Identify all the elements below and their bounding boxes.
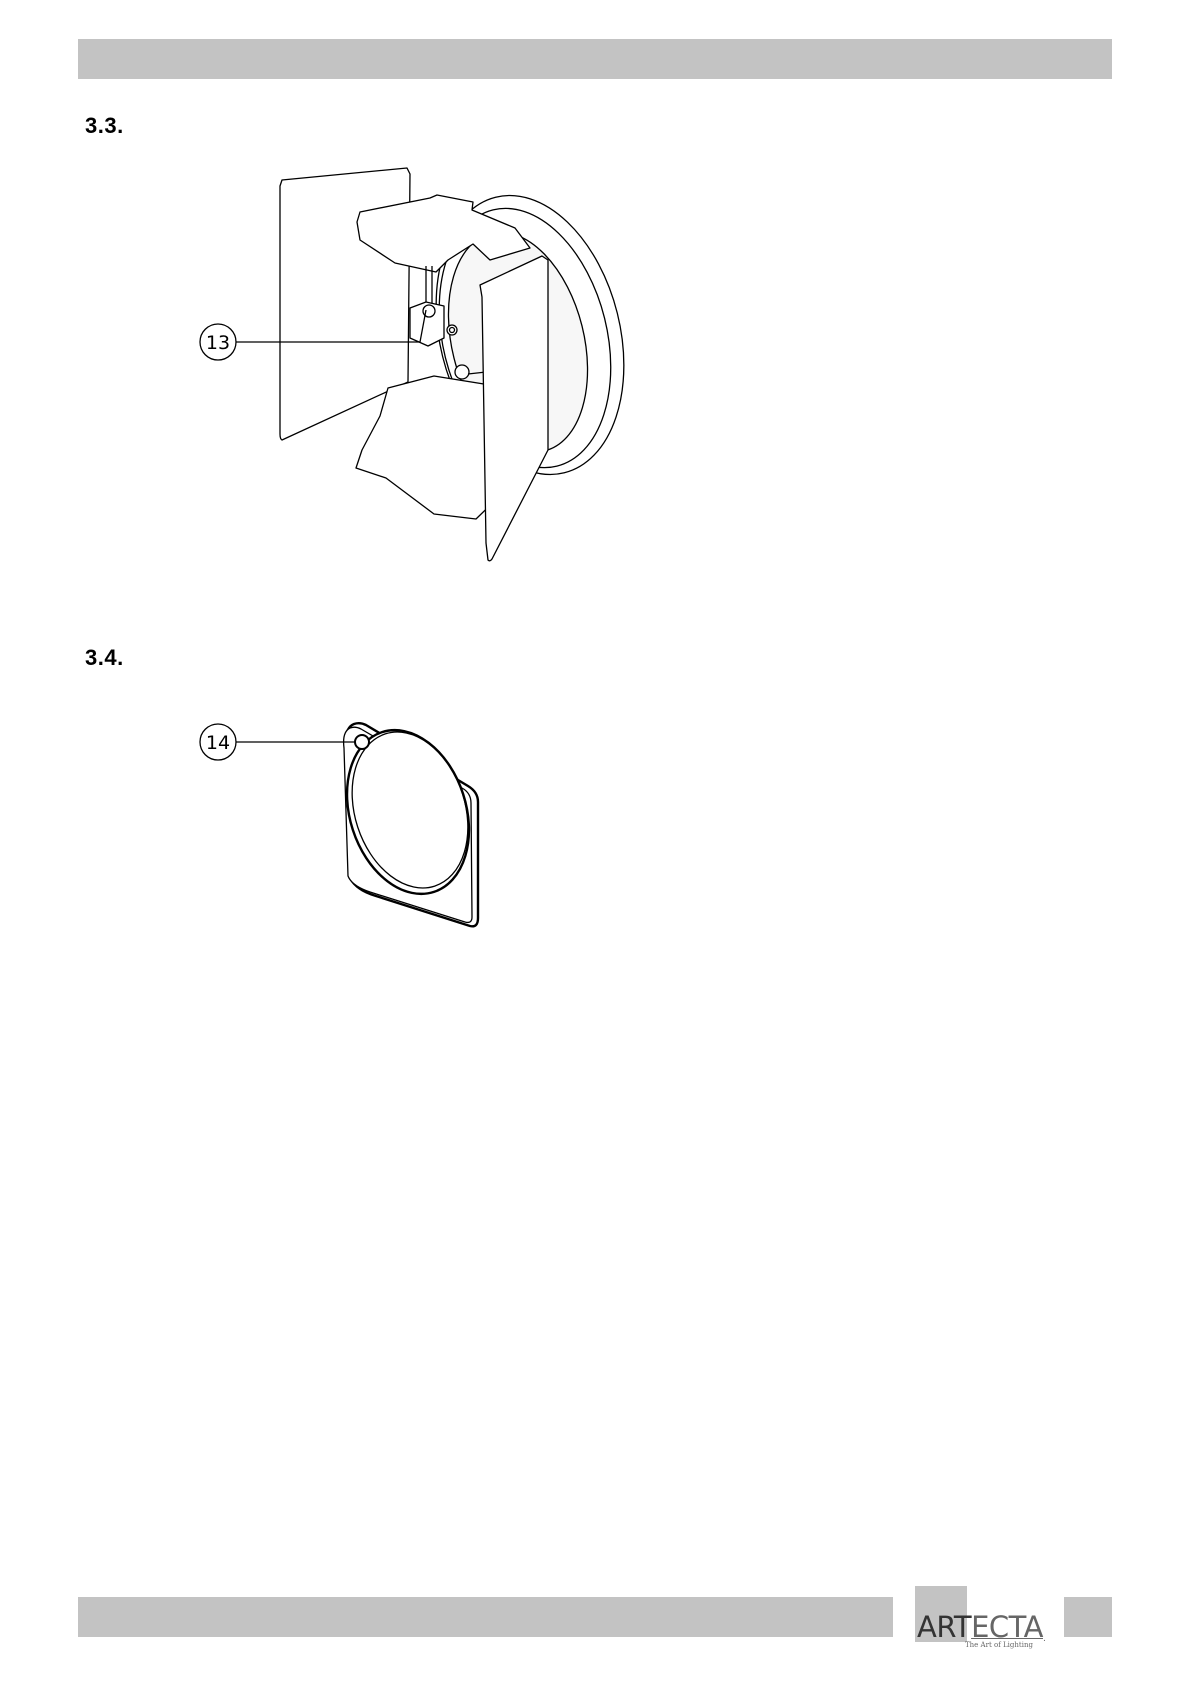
artecta-logo: ARTECTA. The Art of Lighting <box>915 1586 1045 1646</box>
section-heading-3-4: 3.4. <box>85 645 124 671</box>
callout-13: 13 <box>206 332 230 354</box>
section-heading-3-3: 3.3. <box>85 113 124 139</box>
header-bar <box>78 39 1112 79</box>
logo-wordmark: ARTECTA. <box>917 1610 1045 1644</box>
barndoor-illustration: 13 <box>190 160 630 580</box>
logo-tagline: The Art of Lighting <box>965 1641 1033 1649</box>
page-number-box <box>1064 1597 1112 1637</box>
filter-frame-illustration: 14 <box>190 710 510 940</box>
callout-14: 14 <box>206 732 230 754</box>
footer-bar <box>78 1597 893 1637</box>
